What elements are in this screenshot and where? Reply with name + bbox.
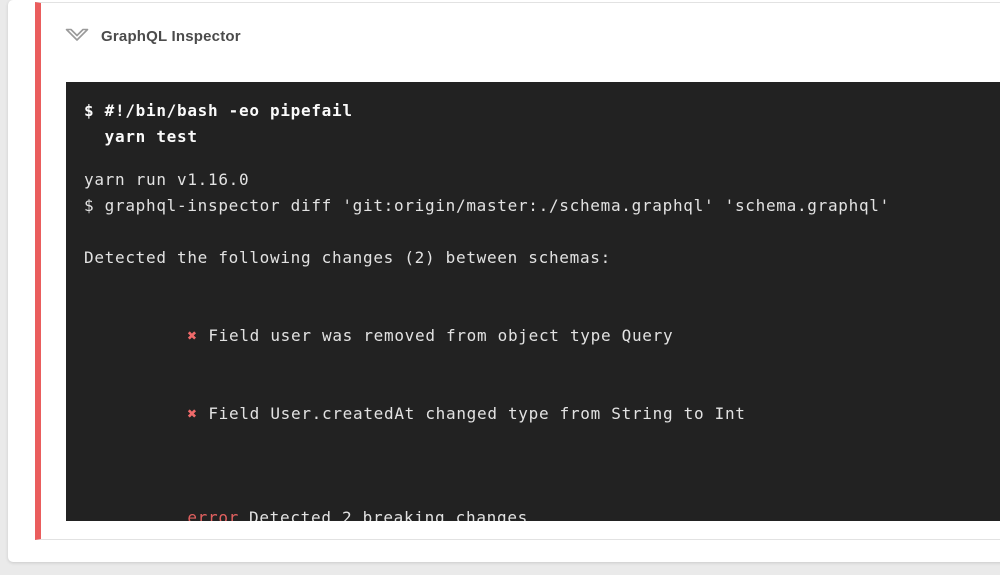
breaking-change-icon: ✖ <box>187 404 198 423</box>
terminal-output: $ #!/bin/bash -eo pipefail yarn test yar… <box>66 82 1000 521</box>
breaking-change-line: ✖ Field User.createdAt changed type from … <box>84 375 1000 453</box>
breaking-change-line: ✖ Field user was removed from object type… <box>84 297 1000 375</box>
collapse-chevron-icon[interactable] <box>64 25 90 47</box>
error-line: error Detected 2 breaking changes <box>84 479 1000 521</box>
terminal-line: Detected the following changes (2) betwe… <box>84 248 611 267</box>
breaking-change-text: Field User.createdAt changed type from S… <box>208 404 746 423</box>
breaking-change-icon: ✖ <box>187 326 198 345</box>
terminal-blank-line <box>84 271 1000 297</box>
terminal-blank-line <box>84 453 1000 479</box>
terminal-gap <box>84 150 1000 167</box>
breaking-change-text: Field user was removed from object type … <box>208 326 674 345</box>
error-label: error <box>187 508 239 521</box>
step-title: GraphQL Inspector <box>101 27 241 45</box>
terminal-blank-line <box>84 219 1000 245</box>
terminal-line: yarn run v1.16.0 <box>84 170 250 189</box>
build-output-panel: GraphQL Inspector $ #!/bin/bash -eo pipe… <box>8 0 1000 562</box>
failed-step-card: GraphQL Inspector $ #!/bin/bash -eo pipe… <box>35 2 1000 540</box>
terminal-command-line: yarn test <box>84 127 198 146</box>
error-text: Detected 2 breaking changes <box>249 508 528 521</box>
step-header[interactable]: GraphQL Inspector <box>64 25 241 47</box>
terminal-line: $ graphql-inspector diff 'git:origin/mas… <box>84 196 890 215</box>
terminal-command-line: $ #!/bin/bash -eo pipefail <box>84 101 353 120</box>
